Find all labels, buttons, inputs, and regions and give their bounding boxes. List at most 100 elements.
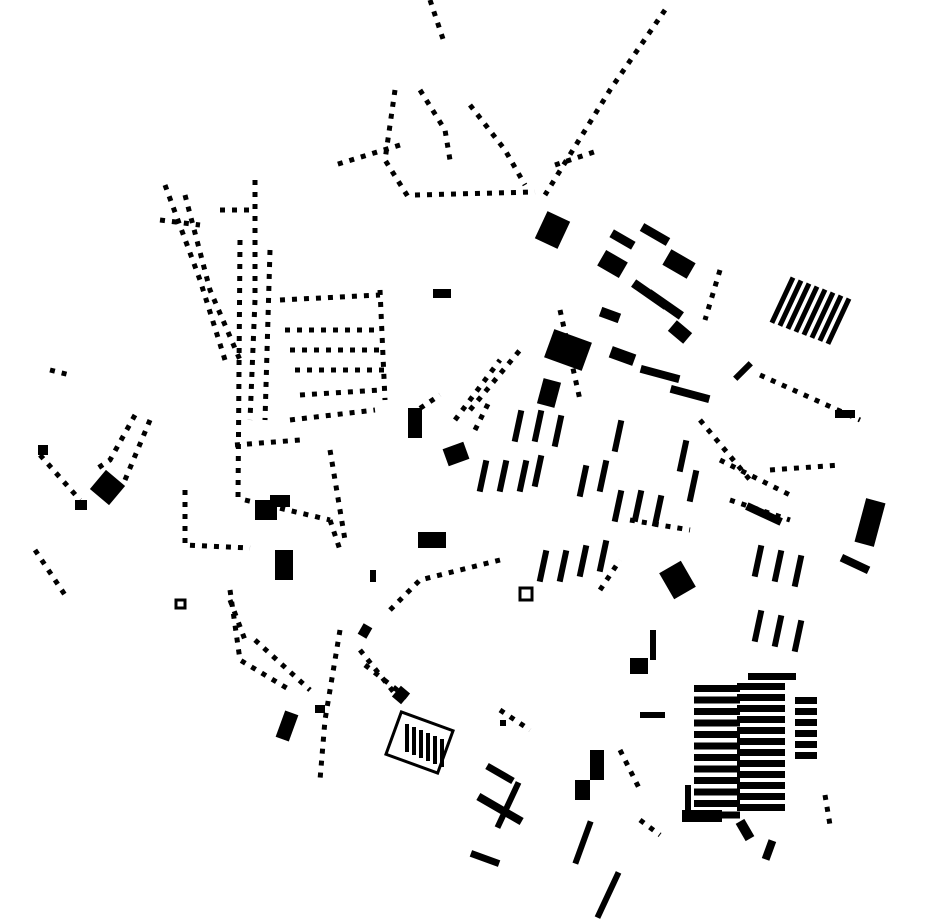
building <box>596 539 610 573</box>
building <box>854 498 886 547</box>
building <box>630 658 648 674</box>
building <box>795 708 817 715</box>
house-row <box>414 189 536 198</box>
building <box>793 285 820 333</box>
house-row <box>427 0 448 46</box>
building <box>682 810 722 822</box>
house-row <box>617 748 643 792</box>
building <box>801 288 828 336</box>
building <box>531 454 545 488</box>
building <box>412 727 416 755</box>
building <box>419 730 423 758</box>
building <box>737 727 785 734</box>
building <box>405 724 409 752</box>
building <box>694 731 740 738</box>
building <box>476 793 524 825</box>
house-row <box>162 184 228 361</box>
building <box>795 741 817 748</box>
building <box>771 614 785 648</box>
building <box>737 771 785 778</box>
building <box>795 752 817 759</box>
building <box>737 716 785 723</box>
building <box>576 544 590 578</box>
building <box>418 532 446 548</box>
house-row <box>93 413 138 473</box>
house-row <box>702 269 723 321</box>
building <box>745 502 783 526</box>
building <box>651 494 665 528</box>
house-row <box>279 292 381 303</box>
building <box>608 346 637 366</box>
building <box>667 320 693 344</box>
building <box>575 780 590 800</box>
house-row <box>327 519 343 551</box>
house-row <box>698 418 752 482</box>
building <box>771 549 785 583</box>
house-row <box>32 548 68 597</box>
building <box>500 720 506 726</box>
building <box>485 762 515 785</box>
building <box>737 804 785 811</box>
building <box>598 306 622 324</box>
building <box>442 441 470 467</box>
building <box>440 739 444 767</box>
building <box>270 495 290 507</box>
house-row <box>327 449 348 541</box>
building <box>694 685 740 692</box>
building <box>685 785 691 815</box>
house-row <box>542 8 668 197</box>
building <box>544 329 592 371</box>
building <box>611 419 625 453</box>
building <box>511 409 525 443</box>
building <box>426 733 430 761</box>
building <box>631 489 645 523</box>
building <box>639 364 681 384</box>
house-row <box>557 309 583 401</box>
building <box>694 788 740 796</box>
building <box>785 282 812 330</box>
house-row <box>227 589 292 693</box>
building <box>791 554 805 588</box>
building <box>694 800 740 807</box>
building <box>646 289 684 320</box>
building <box>594 871 622 919</box>
house-row <box>235 239 243 501</box>
building <box>597 249 628 279</box>
building <box>676 439 690 473</box>
building <box>751 609 765 643</box>
building <box>835 410 855 418</box>
building <box>611 489 625 523</box>
building <box>737 705 785 712</box>
building <box>694 696 740 704</box>
building <box>408 408 422 438</box>
building <box>596 459 610 493</box>
building <box>791 619 805 653</box>
building <box>640 712 665 718</box>
building <box>751 544 765 578</box>
building <box>733 361 753 381</box>
building <box>639 223 671 246</box>
house-row <box>822 794 833 826</box>
building <box>275 710 299 742</box>
building <box>357 623 373 639</box>
courtyard-building <box>174 598 187 610</box>
building <box>694 719 740 727</box>
building <box>38 445 48 455</box>
building <box>825 297 852 345</box>
building <box>669 384 711 404</box>
building <box>761 839 777 861</box>
building <box>694 777 740 784</box>
building <box>737 782 785 789</box>
building <box>650 630 656 660</box>
building <box>75 500 87 510</box>
building <box>315 705 325 713</box>
building <box>795 730 817 737</box>
house-row <box>388 557 501 612</box>
building <box>516 459 530 493</box>
building <box>795 697 817 704</box>
building <box>748 673 796 680</box>
house-row <box>554 147 601 168</box>
building <box>496 459 510 493</box>
house-row <box>247 180 258 421</box>
building <box>735 818 755 842</box>
